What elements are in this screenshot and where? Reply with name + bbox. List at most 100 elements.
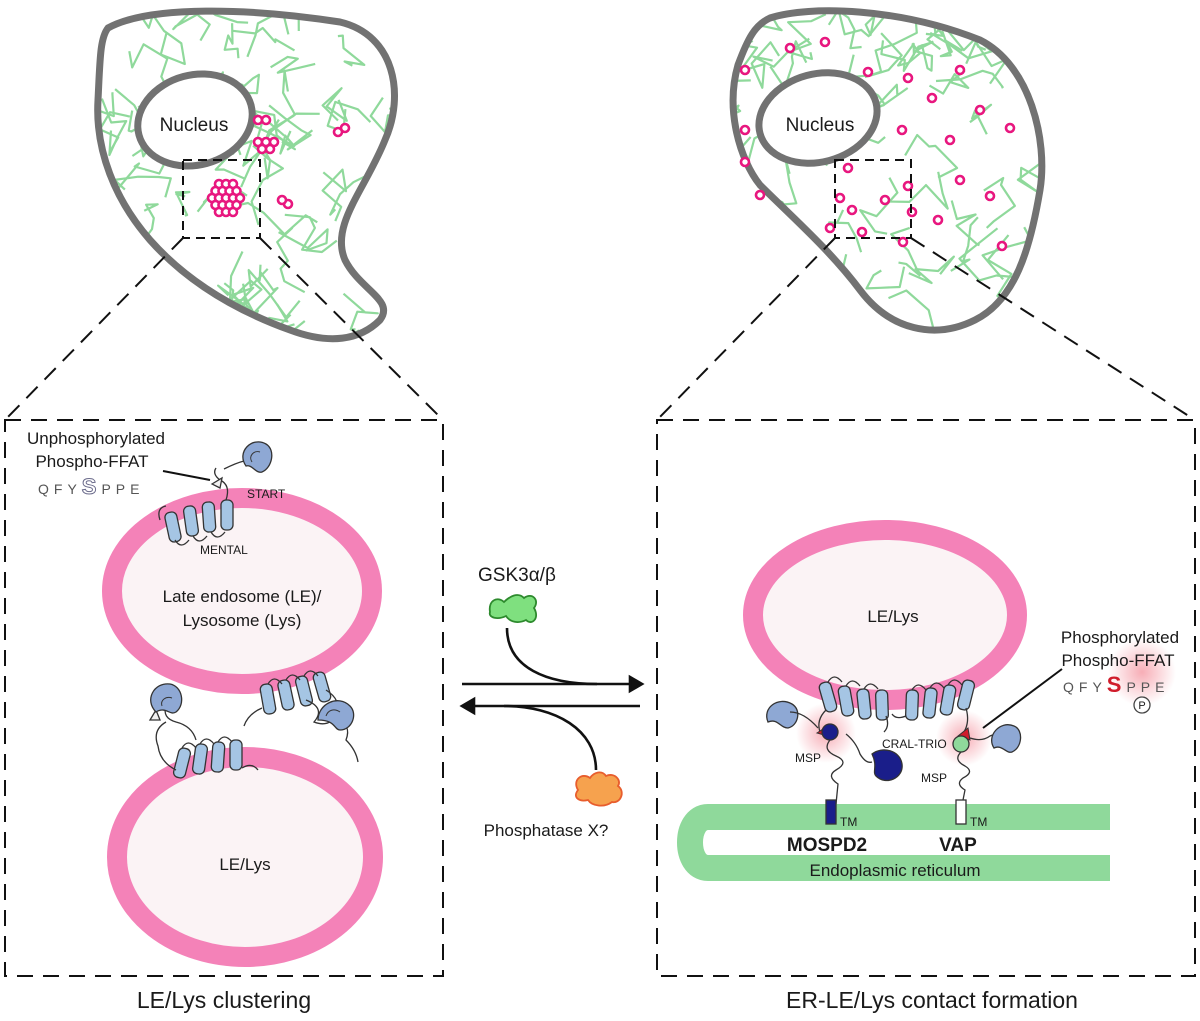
cytoskeleton-strand xyxy=(847,32,903,79)
vesicle xyxy=(260,114,272,126)
right-panel: Endoplasmic reticulum LE/Lys xyxy=(656,419,1196,1013)
tm-right-label: TM xyxy=(970,815,987,829)
cytoskeleton-strand xyxy=(1043,0,1061,17)
vesicle xyxy=(739,124,751,136)
cytoskeleton-strand xyxy=(981,206,1042,281)
vesicle xyxy=(902,180,914,192)
vesicle xyxy=(739,156,751,168)
kinase-icon xyxy=(488,594,538,623)
cytoskeleton-strand xyxy=(1016,161,1042,194)
right-nucleus xyxy=(755,69,881,167)
cytoskeleton-strand xyxy=(270,69,296,132)
cytoskeleton-strand xyxy=(379,11,395,33)
cytoskeleton-strand xyxy=(337,34,366,67)
cytoskeleton-strand xyxy=(276,226,306,294)
mospd2-label: MOSPD2 xyxy=(787,835,867,856)
cytoskeleton-strand xyxy=(865,266,906,290)
left-zoom-box xyxy=(182,159,261,239)
start-domain-left xyxy=(150,683,183,714)
vap-protein xyxy=(952,735,971,825)
stard3-right-b xyxy=(891,679,999,743)
start-label: START xyxy=(247,487,286,501)
cytoskeleton-strand xyxy=(321,168,348,222)
zoom-lines xyxy=(4,237,1196,421)
cytoskeleton-strand xyxy=(278,228,329,252)
glow-phosphate xyxy=(1108,638,1176,706)
vesicle xyxy=(834,192,846,204)
start-domain-right xyxy=(317,700,355,731)
cytoskeleton-strand xyxy=(367,200,394,217)
cytoskeleton-strand xyxy=(746,41,781,89)
right-cell: Nucleus xyxy=(729,0,1064,334)
cytoskeleton-strand xyxy=(223,23,240,59)
cytoskeleton-strand xyxy=(939,30,964,58)
cytoskeleton-strand xyxy=(862,10,884,37)
cytoskeleton-strand xyxy=(369,96,392,134)
cytoskeleton-strand xyxy=(236,139,263,188)
unphos-pointer xyxy=(162,470,211,481)
phosphatase-icon xyxy=(575,771,623,807)
vesicle xyxy=(954,64,966,76)
cytoskeleton-strand xyxy=(1000,302,1023,331)
cytoskeleton-strand xyxy=(250,144,284,226)
unphos-line1: Unphosphorylated xyxy=(27,429,165,448)
cytoskeleton-strand xyxy=(828,209,863,253)
cytoskeleton-strand xyxy=(172,11,199,31)
vesicle xyxy=(896,124,908,136)
right-panel-frame xyxy=(656,419,1196,977)
phos-pointer xyxy=(982,668,1063,729)
cytoskeleton-strand xyxy=(100,98,128,157)
left-cell-outline xyxy=(94,7,398,343)
right-vesicles xyxy=(739,36,1016,252)
kinase-label: GSK3α/β xyxy=(478,565,556,586)
vesicle xyxy=(824,222,836,234)
phosphate-label: P xyxy=(1138,700,1145,712)
left-cell: Nucleus xyxy=(94,7,398,343)
unphos-line2: Phospho-FFAT xyxy=(35,452,148,471)
cytoskeleton-strand xyxy=(284,213,338,254)
stard3-bottom xyxy=(148,705,259,779)
cytoskeleton-strand xyxy=(97,11,158,29)
cytoskeleton-strand xyxy=(393,256,395,278)
cytoskeleton-strand xyxy=(886,171,949,210)
cytoskeleton-strand xyxy=(1009,10,1042,41)
organelle-bottom-label: LE/Lys xyxy=(219,855,270,874)
vesicle xyxy=(984,190,996,202)
vesicle xyxy=(1004,122,1016,134)
cytoskeleton-strand xyxy=(733,281,737,309)
phosphate-icon: P xyxy=(1133,696,1151,714)
vesicle xyxy=(784,42,796,54)
right-caption: ER-LE/Lys contact formation xyxy=(786,987,1078,1013)
cytoskeleton-strand xyxy=(97,324,104,339)
cytoskeleton-strand xyxy=(1045,308,1064,328)
cytoskeleton-strand xyxy=(1041,48,1042,87)
cytoskeleton-strand xyxy=(935,69,1004,89)
cytoskeleton-strand xyxy=(773,295,813,331)
vesicle xyxy=(879,194,891,206)
phosphatase-label: Phosphatase X? xyxy=(484,821,609,840)
phos-sequence: QFYSPPE xyxy=(1063,672,1169,697)
cytoskeleton-strand xyxy=(145,11,186,66)
organelle-top-line2: Lysosome (Lys) xyxy=(183,611,302,630)
cytoskeleton-strand xyxy=(116,250,153,288)
unphos-sequence: QFYSPPE xyxy=(38,474,144,499)
vesicle xyxy=(926,92,938,104)
cytoskeleton-strand xyxy=(880,40,933,72)
reaction: GSK3α/β Phosphatase X? xyxy=(459,565,645,840)
vesicle xyxy=(944,134,956,146)
start-domain-top xyxy=(242,441,273,473)
cytoskeleton-strand xyxy=(888,289,959,331)
cytoskeleton-strand xyxy=(983,176,1016,229)
cytoskeleton-strand xyxy=(824,253,863,307)
left-caption: LE/Lys clustering xyxy=(137,987,311,1013)
vesicle xyxy=(268,136,280,148)
left-nucleus xyxy=(134,70,256,170)
cytoskeleton-strand xyxy=(198,11,249,24)
organelle-top-line1: Late endosome (LE)/ xyxy=(163,587,322,606)
cytoskeleton-strand xyxy=(950,216,979,272)
left-panel: Late endosome (LE)/ Lysosome (Lys) LE/Ly… xyxy=(4,419,444,1013)
cytoskeleton-strand xyxy=(741,287,779,331)
cytoskeleton-strand xyxy=(231,26,296,52)
er-label: Endoplasmic reticulum xyxy=(809,861,980,880)
cytoskeleton-strand xyxy=(950,200,980,247)
